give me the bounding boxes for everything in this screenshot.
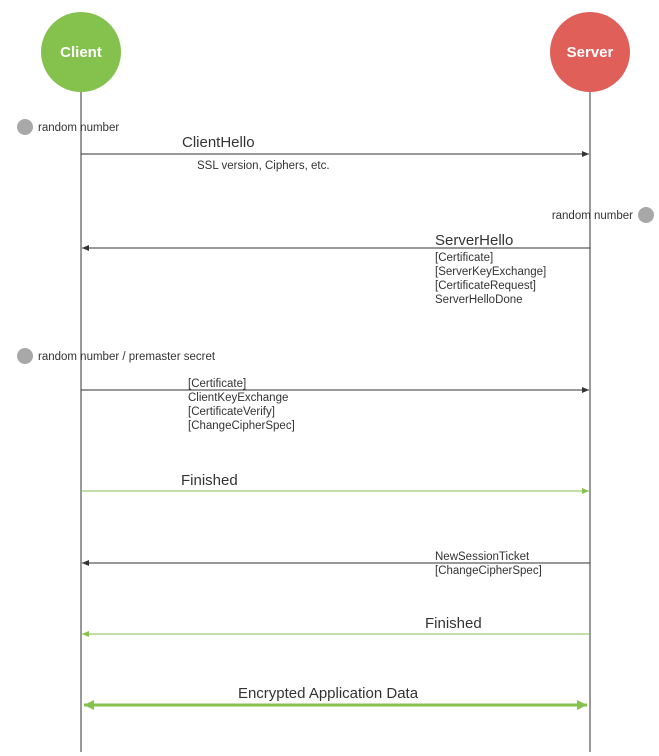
- server-label: Server: [567, 44, 614, 61]
- server-finished-title: Finished: [425, 615, 482, 632]
- client-hello-title: ClientHello: [182, 134, 255, 151]
- server-participant: Server: [550, 12, 630, 92]
- new-session-ticket-message: NewSessionTicket [ChangeCipherSpec]: [82, 551, 590, 577]
- server-random-marker: random number: [552, 207, 654, 223]
- new-session-ticket-line: NewSessionTicket: [435, 551, 530, 563]
- server-hello-line: [ServerKeyExchange]: [435, 266, 546, 278]
- client-premaster-label: random number / premaster secret: [38, 351, 216, 363]
- server-random-label: random number: [552, 210, 633, 222]
- client-premaster-marker: random number / premaster secret: [17, 348, 216, 364]
- client-label: Client: [60, 44, 102, 61]
- client-circle: [41, 12, 121, 92]
- server-hello-message: ServerHello [Certificate] [ServerKeyExch…: [82, 232, 590, 306]
- random-dot-icon: [17, 119, 33, 135]
- client-key-exchange-line: [Certificate]: [188, 378, 246, 390]
- client-key-exchange-line: ClientKeyExchange: [188, 392, 288, 404]
- client-random-marker: random number: [17, 119, 119, 135]
- server-hello-title: ServerHello: [435, 232, 513, 249]
- application-data-message: Encrypted Application Data: [84, 685, 587, 710]
- random-dot-icon: [17, 348, 33, 364]
- server-hello-line: [Certificate]: [435, 252, 493, 264]
- new-session-ticket-line: [ChangeCipherSpec]: [435, 565, 542, 577]
- random-dot-icon: [638, 207, 654, 223]
- application-data-title: Encrypted Application Data: [238, 685, 419, 702]
- server-hello-line: ServerHelloDone: [435, 294, 523, 306]
- client-random-label: random number: [38, 122, 119, 134]
- client-key-exchange-line: [ChangeCipherSpec]: [188, 420, 295, 432]
- server-circle: [550, 12, 630, 92]
- client-key-exchange-message: [Certificate] ClientKeyExchange [Certifi…: [81, 378, 589, 432]
- client-finished-message: Finished: [81, 472, 589, 494]
- server-hello-line: [CertificateRequest]: [435, 280, 536, 292]
- client-finished-title: Finished: [181, 472, 238, 489]
- client-participant: Client: [41, 12, 121, 92]
- client-hello-message: ClientHello SSL version, Ciphers, etc.: [81, 134, 589, 172]
- server-finished-message: Finished: [82, 615, 590, 637]
- client-hello-detail: SSL version, Ciphers, etc.: [197, 160, 330, 172]
- client-key-exchange-line: [CertificateVerify]: [188, 406, 275, 418]
